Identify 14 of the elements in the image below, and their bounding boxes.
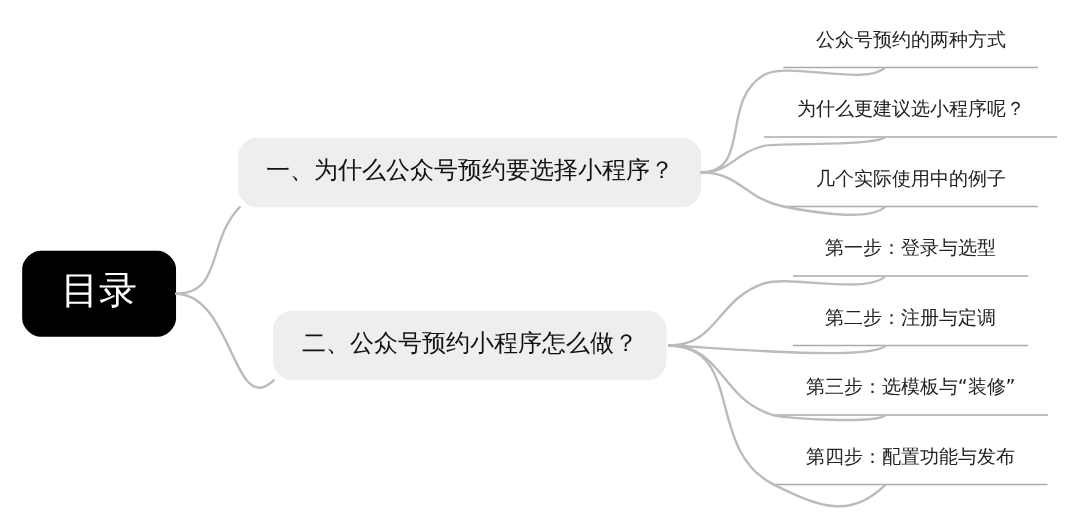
node-text: 几个实际使用中的例子 bbox=[815, 166, 1006, 190]
connector bbox=[175, 205, 242, 295]
connector bbox=[700, 171, 887, 216]
node-text: 第四步：配置功能与发布 bbox=[806, 445, 1016, 469]
connector bbox=[667, 344, 887, 508]
node-text: 第二步：注册与定调 bbox=[825, 305, 997, 329]
node-box: 一、为什么公众号预约要选择小程序？ bbox=[238, 137, 702, 208]
node-box: 二、公众号预约小程序怎么做？ bbox=[272, 310, 667, 381]
node-box: 目录 bbox=[22, 250, 177, 337]
node-text: 公众号预约的两种方式 bbox=[815, 27, 1006, 51]
node-text: 为什么更建议选小程序呢？ bbox=[796, 97, 1025, 121]
connector bbox=[175, 292, 276, 389]
node-text: 第一步：登录与选型 bbox=[825, 236, 997, 260]
node-text: 第三步：选模板与“装修” bbox=[805, 375, 1016, 399]
